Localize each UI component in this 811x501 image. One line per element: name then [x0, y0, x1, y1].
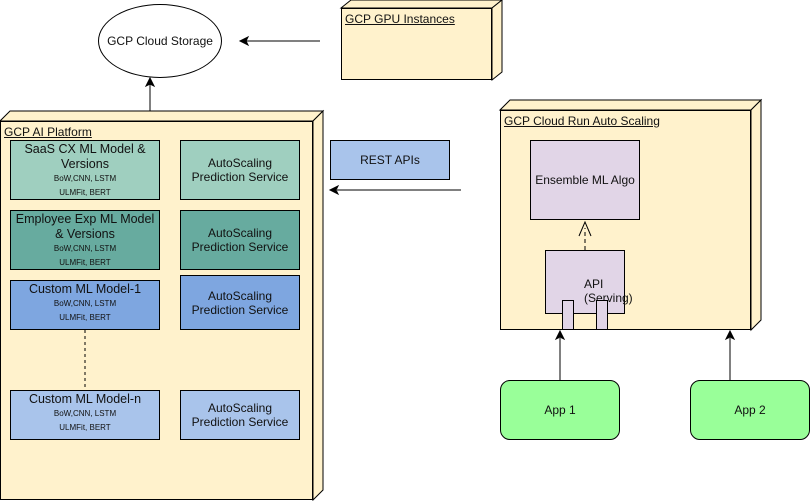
model-algorithms: BoW,CNN, LSTM [53, 244, 117, 253]
model-custom-1: Custom ML Model-1 BoW,CNN, LSTM ULMFit, … [10, 280, 160, 330]
model-algorithms-extra: ULMFit, BERT [59, 258, 111, 267]
model-custom-n: Custom ML Model-n BoW,CNN, LSTM ULMFit, … [10, 390, 160, 440]
service-line1: AutoScaling [207, 156, 273, 170]
cloud-run-title: GCP Cloud Run Auto Scaling [504, 114, 660, 128]
service-line2: Prediction Service [191, 302, 289, 317]
arrowhead-api-up [554, 329, 566, 341]
app-2-node: App 2 [690, 380, 810, 440]
arrowhead-storage-left [238, 35, 250, 47]
service-line2: Prediction Service [191, 240, 289, 254]
ai-platform-top-face [0, 110, 325, 122]
model-name: Custom ML Model-n [28, 392, 142, 406]
prediction-service-3: AutoScaling Prediction Service [180, 275, 300, 330]
model-algorithms: BoW,CNN, LSTM [53, 299, 117, 308]
prediction-service-1: AutoScaling Prediction Service [180, 140, 300, 200]
service-line1: AutoScaling [207, 288, 273, 303]
gpu-instances-label: GCP GPU Instances [345, 12, 455, 26]
model-saas-cx: SaaS CX ML Model & Versions BoW,CNN, LST… [10, 140, 160, 200]
model-algorithms-extra: ULMFit, BERT [59, 188, 111, 197]
gpu-box-side-face [491, 0, 503, 82]
prediction-service-2: AutoScaling Prediction Service [180, 210, 300, 270]
arrowhead-cloudrun-up [724, 329, 736, 341]
api-label: API [584, 277, 604, 291]
api-port-right [596, 300, 608, 330]
gpu-box-top-face [339, 0, 503, 9]
cloud-storage-node: GCP Cloud Storage [98, 4, 222, 78]
cloud-run-top-face [498, 99, 763, 111]
api-sublabel: (Serving) [584, 291, 633, 305]
model-name: SaaS CX ML Model & Versions [24, 142, 146, 171]
api-serving-node: API (Serving) [545, 250, 633, 314]
gpu-instances-node: GCP GPU Instances [341, 8, 492, 80]
prediction-service-n: AutoScaling Prediction Service [180, 390, 300, 440]
model-algorithms-extra: ULMFit, BERT [59, 313, 111, 322]
app-1-label: App 1 [544, 403, 576, 417]
arrowhead-storage-up [144, 76, 156, 88]
service-line2: Prediction Service [191, 415, 289, 429]
ensemble-ml-algo: Ensemble ML Algo [530, 140, 640, 220]
cloud-storage-label: GCP Cloud Storage [107, 34, 213, 48]
service-line2: Prediction Service [191, 170, 289, 184]
model-name: Employee Exp ML Model & Versions [15, 212, 155, 241]
app-2-label: App 2 [734, 403, 766, 417]
service-line1: AutoScaling [207, 401, 273, 415]
model-algorithms-extra: ULMFit, BERT [59, 423, 111, 432]
model-algorithms: BoW,CNN, LSTM [53, 174, 117, 183]
arrowhead-rest-left [328, 184, 340, 196]
cloud-run-side-face [750, 98, 762, 332]
ai-platform-side-face [312, 109, 324, 501]
rest-apis-node: REST APIs [330, 140, 450, 180]
model-algorithms: BoW,CNN, LSTM [53, 409, 117, 418]
rest-apis-label: REST APIs [360, 153, 420, 167]
ai-platform-title: GCP AI Platform [4, 125, 92, 139]
model-name: Custom ML Model-1 [28, 282, 142, 296]
service-line1: AutoScaling [207, 226, 273, 240]
api-port-left [562, 300, 574, 330]
app-1-node: App 1 [500, 380, 620, 440]
model-employee-exp: Employee Exp ML Model & Versions BoW,CNN… [10, 210, 160, 270]
ensemble-label: Ensemble ML Algo [535, 173, 635, 187]
